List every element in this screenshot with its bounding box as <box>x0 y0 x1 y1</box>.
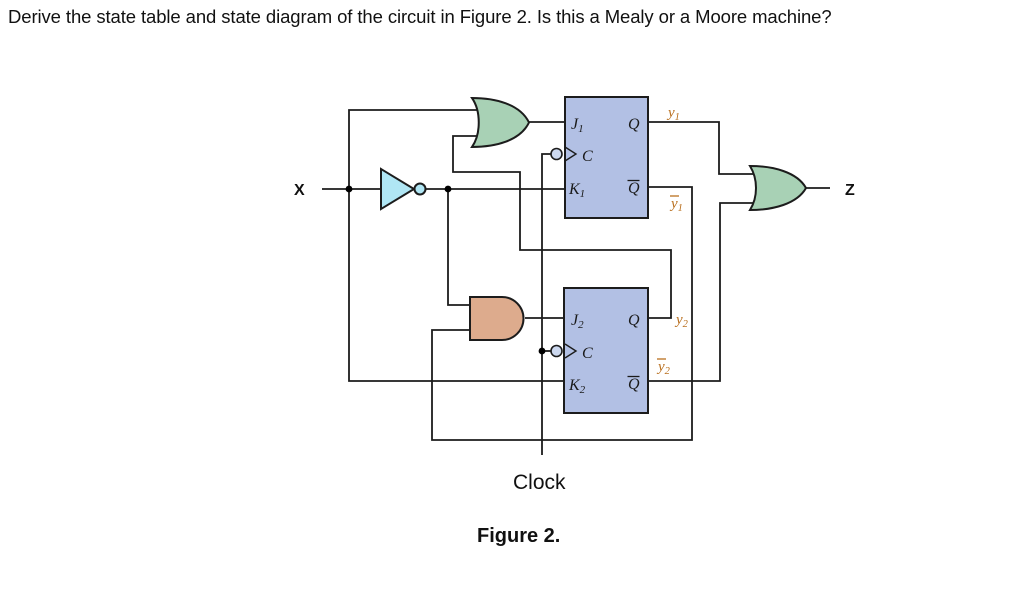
wire-y2bar-to-or2 <box>648 202 763 382</box>
ff1-qbar-label: Q <box>628 180 640 197</box>
junction-clock-c2 <box>538 347 546 355</box>
ff2-c-label: C <box>582 345 593 362</box>
ff2-k-label: K2 <box>568 377 586 396</box>
ff2-q-label: Q <box>628 312 640 329</box>
wire-x-to-k2 <box>348 189 564 382</box>
signal-y2-label: y2 <box>674 312 689 330</box>
ff2-qbar-label: Q <box>628 376 640 393</box>
junction-not-output <box>444 185 452 193</box>
junction-x-branch <box>345 185 353 193</box>
signal-y2bar-label: y2 <box>656 359 671 377</box>
input-x-label: X <box>294 182 305 199</box>
flip-flop-2 <box>563 287 649 414</box>
not-gate <box>380 167 416 211</box>
ff1-k-label: K1 <box>568 181 585 200</box>
signal-y1-label: y1 <box>666 105 680 123</box>
wires <box>322 109 830 455</box>
wire-not-to-and-top <box>447 189 470 306</box>
wire-y1bar-feedback-to-and <box>431 186 693 441</box>
not-gate-bubble <box>413 182 427 196</box>
ff1-q-label: Q <box>628 116 640 133</box>
flip-flop-1 <box>564 96 649 219</box>
ff2-clock-wedge-icon <box>564 343 578 359</box>
signal-y1bar-label: y1 <box>669 196 683 214</box>
output-z-label: Z <box>845 182 855 199</box>
or-gate-j1 <box>470 96 531 149</box>
wire-clock-line <box>541 153 551 455</box>
and-gate-j2 <box>469 296 525 341</box>
clock-label: Clock <box>513 471 566 494</box>
ff1-c-label: C <box>582 148 593 165</box>
question-text: Derive the state table and state diagram… <box>8 6 832 27</box>
ff1-clock-wedge-icon <box>564 146 578 162</box>
figure-caption: Figure 2. <box>477 525 560 547</box>
ff2-j-label: J2 <box>571 312 584 331</box>
wire-y1-to-or2 <box>648 121 763 175</box>
ff1-clock-bubble <box>550 147 563 161</box>
ff2-clock-bubble <box>550 344 563 358</box>
wire-x-to-or1-top <box>348 109 485 189</box>
or-gate-z <box>748 164 808 212</box>
ff1-j-label: J1 <box>571 116 584 135</box>
wire-y2-feedback-to-or1 <box>452 135 672 319</box>
